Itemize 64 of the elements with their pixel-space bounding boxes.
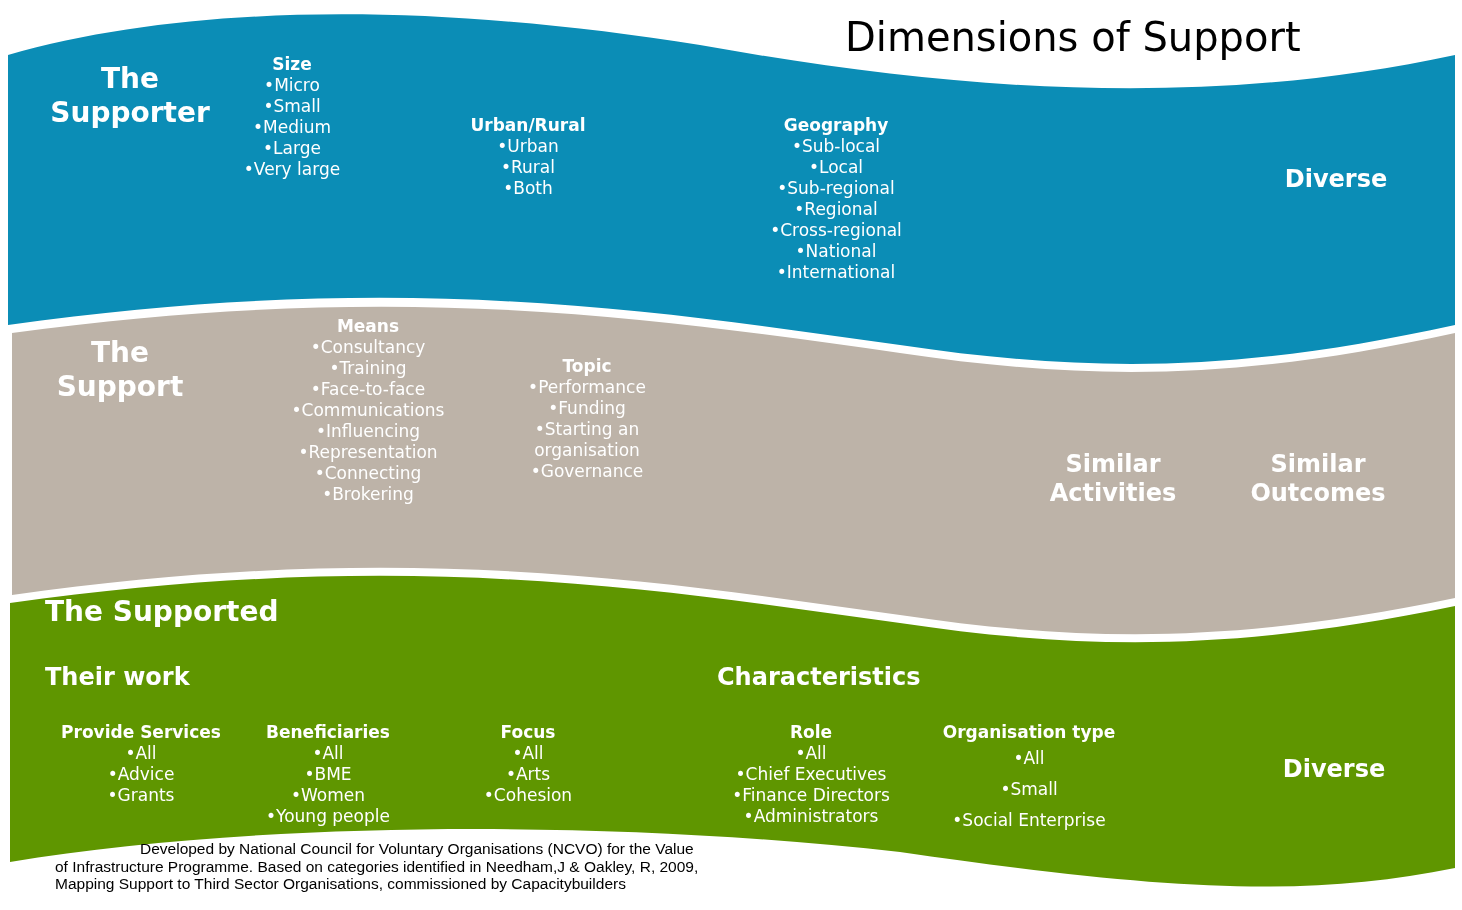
list-item: •Rural	[500, 157, 556, 178]
list-item: •Brokering	[321, 484, 415, 505]
category-label: Similar Activities	[1048, 450, 1178, 508]
list-item: •Funding	[547, 398, 627, 419]
list-item: •Representation	[297, 442, 439, 463]
list-item: •Cohesion	[482, 785, 574, 806]
list-item: •All	[511, 743, 545, 764]
list-item: •Young people	[265, 806, 391, 827]
list-item: •Connecting	[313, 463, 423, 484]
list-item: •Arts	[504, 764, 552, 785]
list-heading: Role	[788, 722, 834, 743]
list-heading: Topic	[561, 356, 613, 377]
list-item: •Face-to-face	[309, 379, 427, 400]
category-label: Their work	[45, 663, 191, 692]
list-item: •Advice	[106, 764, 176, 785]
list-item: •All	[794, 743, 828, 764]
title-text: Dimensions of Support	[845, 14, 1301, 60]
list-item: •Communications	[290, 400, 446, 421]
list-item: •Large	[262, 138, 322, 159]
list-item: •Chief Executives	[734, 764, 888, 785]
list-heading: Urban/Rural	[469, 115, 587, 136]
list-item: •Administrators	[742, 806, 880, 827]
list-item: •Finance Directors	[731, 785, 891, 806]
list-item: •Medium	[252, 117, 332, 138]
list-heading: Organisation type	[941, 722, 1117, 743]
list-item: •Regional	[793, 199, 879, 220]
list-item: •Social Enterprise	[951, 809, 1107, 832]
list-item: •BME	[303, 764, 353, 785]
list-item: •Cross-regional	[769, 220, 903, 241]
list-item: •National	[794, 241, 878, 262]
band-title: The Supporter	[49, 62, 211, 130]
list-heading: Focus	[499, 722, 557, 743]
band-title: The Supported	[45, 595, 280, 629]
list-heading: Geography	[782, 115, 890, 136]
list-item: •All	[124, 743, 158, 764]
list-item: •Performance	[527, 377, 647, 398]
list-heading: Provide Services	[60, 722, 222, 743]
list-heading: Beneficiaries	[265, 722, 391, 743]
category-label: Diverse	[1283, 165, 1389, 194]
list-item: •Small	[999, 778, 1059, 801]
list-item: •Sub-regional	[776, 178, 896, 199]
list-heading: Size	[271, 54, 313, 75]
list-item: •All	[1012, 747, 1046, 770]
list-item: •Grants	[106, 785, 176, 806]
list-item: •Consultancy	[309, 337, 427, 358]
list-item: •Local	[807, 157, 865, 178]
category-label: Similar Outcomes	[1249, 450, 1387, 508]
list-item: •All	[311, 743, 345, 764]
list-item: •Both	[502, 178, 554, 199]
list-item: •Influencing	[314, 421, 422, 442]
category-label: Characteristics	[717, 663, 922, 692]
category-label: Diverse	[1281, 755, 1387, 784]
list-item: •International	[775, 262, 897, 283]
list-item: •Urban	[496, 136, 560, 157]
list-item: •Training	[328, 358, 408, 379]
list-item: •Sub-local	[790, 136, 882, 157]
list-heading: Means	[335, 316, 401, 337]
list-item: •Micro	[263, 75, 321, 96]
list-item: •Women	[289, 785, 366, 806]
band-title: The Support	[55, 336, 185, 404]
list-item: •Governance	[529, 461, 645, 482]
list-item: •Starting an organisation	[533, 419, 641, 461]
caption-text: Developed by National Council for Voluntary Organisations (NCVO) for the Value of Infrastructure Programme. Based on categories identified in Needham,J & Oakley, R, 2009, Mapping Support to Third Sector Organisations, commissioned by Capacitybuilders	[55, 840, 700, 893]
list-item: •Very large	[242, 159, 342, 180]
